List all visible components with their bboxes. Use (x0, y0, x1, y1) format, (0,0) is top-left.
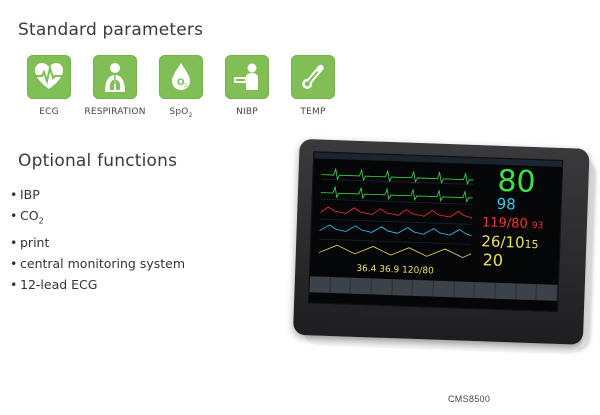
spo2-waveform (319, 224, 472, 237)
param-ecg: ECG (9, 55, 89, 117)
lungs-icon (93, 55, 137, 99)
param-temp: TEMP (273, 55, 353, 117)
monitor-bezel: 80 98 119/80 93 26/1015 20 36.4 36.9 120… (292, 138, 590, 345)
standard-parameters-heading: Standard parameters (18, 20, 204, 40)
resp-waveform (318, 244, 472, 259)
list-item: •central monitoring system (10, 255, 186, 271)
waveform-area (318, 165, 474, 270)
param-spo2: O 2 SpO2 (141, 55, 221, 119)
heart-ecg-icon (27, 55, 71, 99)
nibp-value: 119/80 93 (481, 215, 544, 232)
screen-menu-bar (309, 276, 558, 301)
optional-functions-heading: Optional functions (18, 151, 178, 171)
oxygen-drop-icon: O 2 (159, 55, 203, 99)
svg-text:O: O (177, 78, 185, 88)
model-caption: CMS8500 (448, 394, 491, 404)
param-label-temp: TEMP (300, 107, 326, 117)
monitor-screen: 80 98 119/80 93 26/1015 20 36.4 36.9 120… (308, 151, 564, 312)
list-item: •CO2 (10, 208, 44, 226)
resp-value: 26/1015 (481, 232, 539, 252)
thermometer-icon (291, 55, 335, 99)
blood-pressure-icon (225, 55, 269, 99)
param-label-spo2: SpO2 (169, 107, 193, 119)
list-item: •IBP (10, 187, 40, 202)
param-label-ecg: ECG (39, 107, 59, 117)
patient-monitor-image: 80 98 119/80 93 26/1015 20 36.4 36.9 120… (292, 138, 599, 361)
standard-parameters-row: ECG RESPIRATION O 2 SpO2 (0, 55, 360, 125)
ecg-waveform (321, 167, 474, 185)
optional-functions-list: •IBP •CO2 •print •central monitoring sys… (10, 184, 185, 295)
param-nibp: NIBP (207, 55, 287, 117)
param-respiration: RESPIRATION (75, 55, 155, 117)
ecg-waveform-2 (320, 185, 473, 203)
param-label-nibp: NIBP (236, 107, 258, 117)
list-item: •print (10, 234, 50, 250)
spo2-value: 98 (496, 194, 517, 214)
list-item: •12-lead ECG (10, 276, 98, 292)
param-label-respiration: RESPIRATION (84, 107, 146, 117)
svg-text:2: 2 (184, 83, 187, 89)
temp-ibp-readout: 36.4 36.9 120/80 (356, 263, 434, 277)
ibp-waveform (320, 206, 473, 219)
co2-value: 20 (482, 250, 504, 270)
hr-value: 80 (496, 163, 537, 201)
vital-values-panel: 80 98 119/80 93 26/1015 20 (472, 163, 562, 279)
